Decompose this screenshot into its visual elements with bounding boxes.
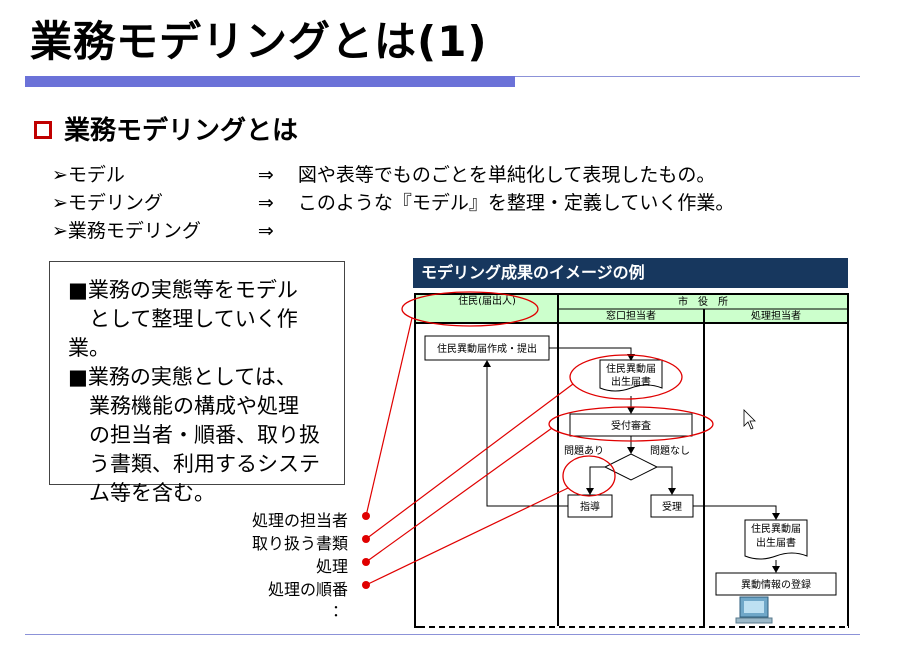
callout-label-order: 処理の順番 bbox=[267, 580, 348, 599]
slide-title: 業務モデリングとは(1) bbox=[30, 17, 488, 66]
node-reception-label: 受付審査 bbox=[611, 419, 651, 432]
callout-leader bbox=[365, 487, 569, 586]
branch-no-issue: 問題なし bbox=[650, 445, 690, 457]
highlight-ellipse-process bbox=[548, 406, 714, 442]
square-bullet-icon bbox=[34, 120, 52, 139]
doc2-label-1: 住民異動届 bbox=[751, 522, 801, 535]
callout-label-more: ： bbox=[331, 601, 348, 620]
node-create-submit-label: 住民異動届作成・提出 bbox=[437, 342, 537, 355]
doc1-label-2: 出生届書 bbox=[611, 375, 651, 388]
description-line: ■業務の実態等をモデル bbox=[68, 278, 298, 302]
flow-arrow-return bbox=[483, 360, 568, 507]
doc2-label-2: 出生届書 bbox=[756, 536, 796, 549]
highlight-ellipse-lane bbox=[401, 291, 539, 327]
callout-label-process: 処理 bbox=[315, 557, 348, 576]
section-heading: 業務モデリングとは bbox=[34, 110, 298, 147]
node-register-label: 異動情報の登録 bbox=[741, 578, 811, 591]
description-line: の担当者・順番、取り扱 bbox=[68, 423, 320, 447]
definition-item: ➢業務モデリング ⇒ bbox=[52, 216, 298, 243]
description-line: ■業務の実態としては、 bbox=[68, 365, 297, 389]
document-shape bbox=[744, 519, 808, 560]
description-line: 業務機能の構成や処理 bbox=[68, 394, 299, 418]
computer-icon bbox=[735, 596, 773, 624]
title-accent-bar bbox=[25, 76, 515, 87]
branch-has-issue: 問題あり bbox=[564, 445, 604, 457]
implies-arrow: ⇒ bbox=[257, 192, 274, 214]
callout-label-handler: 処理の担当者 bbox=[251, 511, 348, 530]
definition-term: モデリング bbox=[67, 192, 163, 214]
lane-label-counter: 窓口担当者 bbox=[606, 309, 656, 322]
definition-text: このような『モデル』を整理・定義していく作業。 bbox=[297, 192, 735, 214]
description-line: ム等を含む。 bbox=[68, 481, 215, 505]
definition-text: 図や表等でものごとを単純化して表現したもの。 bbox=[297, 164, 716, 186]
node-register bbox=[715, 572, 837, 596]
arrow-bullet-icon: ➢ bbox=[52, 220, 68, 242]
definition-item: ➢モデリング ⇒ このような『モデル』を整理・定義していく作業。 bbox=[52, 188, 734, 215]
lane-label-resident: 住民(届出人) bbox=[458, 294, 516, 307]
definition-term: 業務モデリング bbox=[67, 220, 201, 242]
description-box: ■業務の実態等をモデル として整理していく作業。 ■業務の実態としては、 業務機… bbox=[49, 261, 345, 505]
lane-header-cityhall bbox=[559, 295, 847, 309]
node-guidance-label: 指導 bbox=[580, 500, 600, 513]
arrow-bullet-icon: ➢ bbox=[52, 192, 68, 214]
highlight-ellipse-order bbox=[562, 455, 616, 497]
flow-arrow bbox=[657, 466, 676, 495]
callout-leader bbox=[365, 383, 574, 540]
lane-header-resident bbox=[416, 295, 558, 323]
flow-arrow bbox=[586, 466, 605, 495]
title-divider bbox=[515, 76, 860, 77]
node-accept-label: 受理 bbox=[662, 501, 682, 513]
implies-arrow: ⇒ bbox=[257, 220, 274, 242]
flow-arrow bbox=[693, 505, 780, 520]
section-heading-text: 業務モデリングとは bbox=[64, 116, 299, 146]
lane-label-cityhall: 市 役 所 bbox=[678, 295, 728, 308]
callout-leader bbox=[365, 317, 413, 517]
lane-label-processor: 処理担当者 bbox=[751, 309, 801, 322]
doc1-label-1: 住民異動届 bbox=[606, 362, 656, 375]
flow-arrow bbox=[549, 347, 635, 361]
implies-arrow: ⇒ bbox=[257, 164, 274, 186]
description-line: う書類、利用するシステ bbox=[68, 452, 320, 476]
highlight-ellipse-document bbox=[569, 354, 683, 400]
diagram-title: モデリング成果のイメージの例 bbox=[413, 258, 848, 288]
document-shape bbox=[599, 359, 663, 392]
definition-item: ➢モデル ⇒ 図や表等でものごとを単純化して表現したもの。 bbox=[52, 160, 715, 187]
mouse-cursor-icon bbox=[743, 409, 756, 430]
decision-diamond bbox=[603, 453, 659, 481]
callout-label-documents: 取り扱う書類 bbox=[251, 534, 348, 553]
definition-term: モデル bbox=[67, 164, 125, 186]
callout-leader bbox=[365, 427, 553, 563]
description-line: として整理していく作業。 bbox=[68, 307, 298, 360]
arrow-bullet-icon: ➢ bbox=[52, 164, 68, 186]
footer-divider bbox=[25, 634, 860, 635]
